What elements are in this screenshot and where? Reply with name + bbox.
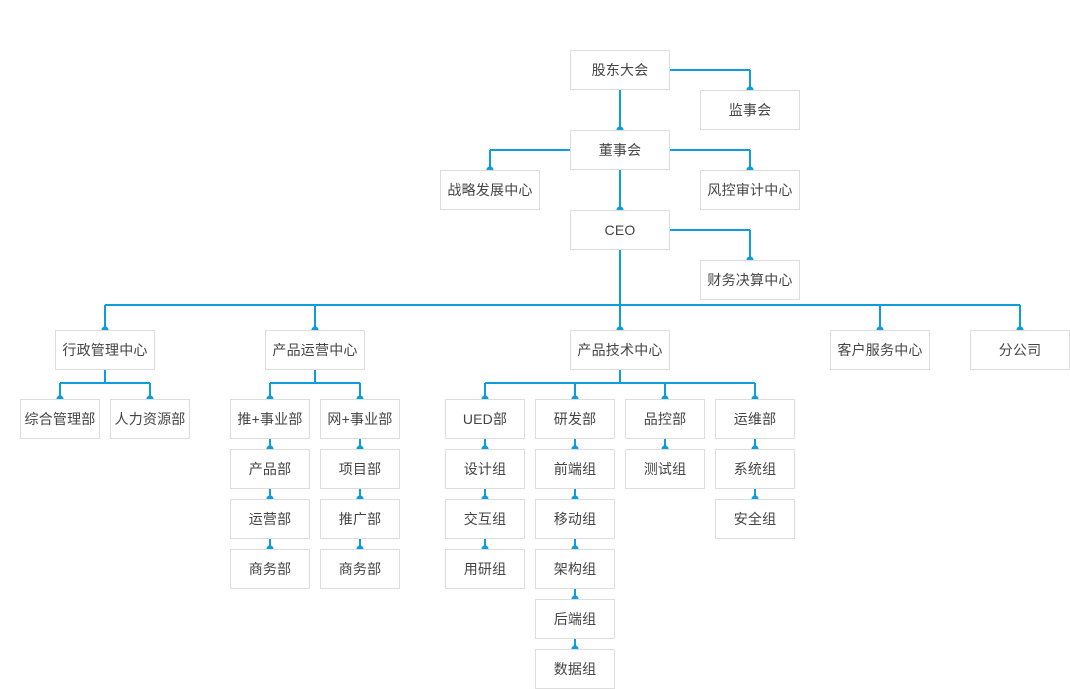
- org-node-label: 商务部: [338, 561, 382, 577]
- org-node-label: 项目部: [338, 461, 382, 477]
- org-node[interactable]: 推+事业部: [230, 399, 310, 439]
- org-node[interactable]: 产品技术中心: [570, 330, 670, 370]
- org-node-label: 综合管理部: [24, 411, 96, 427]
- org-node[interactable]: 财务决算中心: [700, 260, 800, 300]
- org-node-label: 财务决算中心: [707, 272, 793, 288]
- org-node[interactable]: 品控部: [625, 399, 705, 439]
- org-node[interactable]: 安全组: [715, 499, 795, 539]
- org-node[interactable]: 用研组: [445, 549, 525, 589]
- org-node[interactable]: 分公司: [970, 330, 1070, 370]
- org-node-label: 董事会: [598, 142, 642, 158]
- org-node[interactable]: 运维部: [715, 399, 795, 439]
- org-node-label: 产品部: [248, 461, 292, 477]
- org-node[interactable]: CEO: [570, 210, 670, 250]
- org-node[interactable]: 商务部: [230, 549, 310, 589]
- org-node-label: 用研组: [463, 561, 507, 577]
- org-node-label: 股东大会: [591, 62, 649, 78]
- org-node-label: 推+事业部: [237, 411, 303, 427]
- org-node-label: 前端组: [553, 461, 597, 477]
- org-node[interactable]: 后端组: [535, 599, 615, 639]
- org-node[interactable]: UED部: [445, 399, 525, 439]
- org-node-label: 产品运营中心: [272, 342, 358, 358]
- org-node-label: 监事会: [728, 102, 772, 118]
- org-node[interactable]: 运营部: [230, 499, 310, 539]
- org-node-label: UED部: [462, 411, 508, 427]
- org-node-label: CEO: [604, 222, 636, 238]
- org-node[interactable]: 董事会: [570, 130, 670, 170]
- org-node[interactable]: 综合管理部: [20, 399, 100, 439]
- org-node-label: 测试组: [643, 461, 687, 477]
- org-node[interactable]: 前端组: [535, 449, 615, 489]
- org-node-label: 移动组: [553, 511, 597, 527]
- org-node[interactable]: 股东大会: [570, 50, 670, 90]
- org-node[interactable]: 系统组: [715, 449, 795, 489]
- org-node[interactable]: 商务部: [320, 549, 400, 589]
- org-node[interactable]: 研发部: [535, 399, 615, 439]
- org-node[interactable]: 行政管理中心: [55, 330, 155, 370]
- org-node-label: 安全组: [733, 511, 777, 527]
- org-node[interactable]: 交互组: [445, 499, 525, 539]
- org-node-label: 人力资源部: [114, 411, 186, 427]
- org-node-label: 分公司: [998, 342, 1042, 358]
- org-node[interactable]: 移动组: [535, 499, 615, 539]
- org-node-label: 设计组: [463, 461, 507, 477]
- org-node-label: 研发部: [553, 411, 597, 427]
- org-node-label: 运维部: [733, 411, 777, 427]
- org-node[interactable]: 监事会: [700, 90, 800, 130]
- org-node-label: 客户服务中心: [837, 342, 923, 358]
- org-node[interactable]: 网+事业部: [320, 399, 400, 439]
- org-node-label: 架构组: [553, 561, 597, 577]
- org-node[interactable]: 项目部: [320, 449, 400, 489]
- org-node[interactable]: 风控审计中心: [700, 170, 800, 210]
- org-node-label: 战略发展中心: [447, 182, 533, 198]
- org-node[interactable]: 测试组: [625, 449, 705, 489]
- org-node-label: 风控审计中心: [707, 182, 793, 198]
- org-node-label: 品控部: [643, 411, 687, 427]
- org-node[interactable]: 产品运营中心: [265, 330, 365, 370]
- org-node-label: 交互组: [463, 511, 507, 527]
- org-node-label: 推广部: [338, 511, 382, 527]
- org-node[interactable]: 架构组: [535, 549, 615, 589]
- org-node-label: 运营部: [248, 511, 292, 527]
- org-node-label: 系统组: [733, 461, 777, 477]
- org-node[interactable]: 战略发展中心: [440, 170, 540, 210]
- org-node-label: 产品技术中心: [577, 342, 663, 358]
- org-node[interactable]: 客户服务中心: [830, 330, 930, 370]
- org-node[interactable]: 数据组: [535, 649, 615, 689]
- org-node-label: 数据组: [553, 661, 597, 677]
- org-node-label: 行政管理中心: [62, 342, 148, 358]
- org-node[interactable]: 推广部: [320, 499, 400, 539]
- org-node[interactable]: 产品部: [230, 449, 310, 489]
- org-node[interactable]: 人力资源部: [110, 399, 190, 439]
- org-node-label: 网+事业部: [327, 411, 393, 427]
- org-node-label: 后端组: [553, 611, 597, 627]
- org-node[interactable]: 设计组: [445, 449, 525, 489]
- org-node-label: 商务部: [248, 561, 292, 577]
